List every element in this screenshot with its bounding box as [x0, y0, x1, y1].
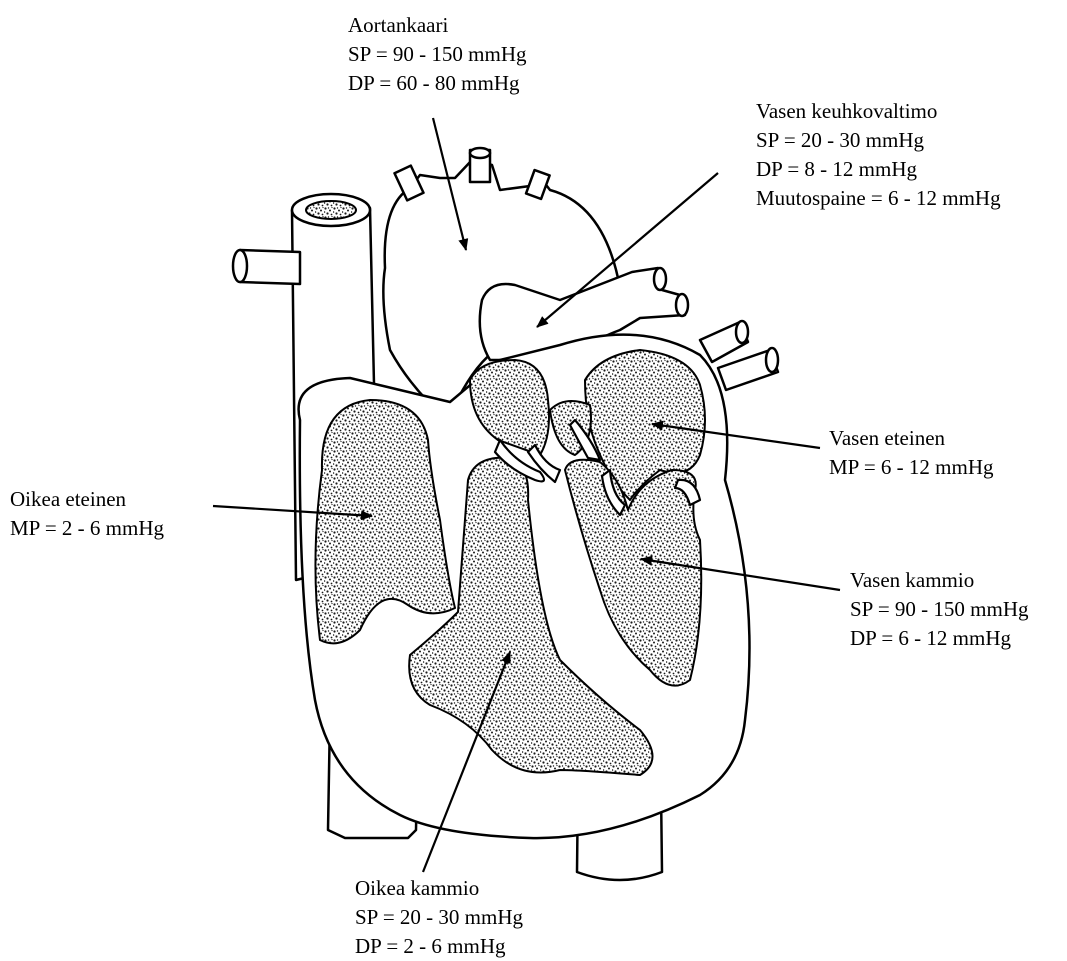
- right-atrium-mp: MP = 2 - 6 mmHg: [10, 514, 164, 543]
- left-pulmonary-artery-mp: Muutospaine = 6 - 12 mmHg: [756, 184, 1001, 213]
- label-left-ventricle: Vasen kammio SP = 90 - 150 mmHg DP = 6 -…: [850, 566, 1029, 653]
- label-left-pulmonary-artery: Vasen keuhkovaltimo SP = 20 - 30 mmHg DP…: [756, 97, 1001, 213]
- label-right-ventricle: Oikea kammio SP = 20 - 30 mmHg DP = 2 - …: [355, 874, 523, 961]
- label-right-atrium: Oikea eteinen MP = 2 - 6 mmHg: [10, 485, 164, 543]
- left-pulmonary-artery-name: Vasen keuhkovaltimo: [756, 97, 1001, 126]
- aortic-arch-dp: DP = 60 - 80 mmHg: [348, 69, 527, 98]
- left-ventricle-name: Vasen kammio: [850, 566, 1029, 595]
- left-pulmonary-artery-dp: DP = 8 - 12 mmHg: [756, 155, 1001, 184]
- left-pulmonary-artery-sp: SP = 20 - 30 mmHg: [756, 126, 1001, 155]
- left-atrium-mp: MP = 6 - 12 mmHg: [829, 453, 994, 482]
- right-atrium-name: Oikea eteinen: [10, 485, 164, 514]
- aortic-arch-name: Aortankaari: [348, 11, 527, 40]
- right-ventricle-name: Oikea kammio: [355, 874, 523, 903]
- left-atrium-name: Vasen eteinen: [829, 424, 994, 453]
- left-ventricle-dp: DP = 6 - 12 mmHg: [850, 624, 1029, 653]
- aortic-arch-sp: SP = 90 - 150 mmHg: [348, 40, 527, 69]
- right-pulmonary-artery: [240, 250, 300, 284]
- right-ventricle-sp: SP = 20 - 30 mmHg: [355, 903, 523, 932]
- label-aortic-arch: Aortankaari SP = 90 - 150 mmHg DP = 60 -…: [348, 11, 527, 98]
- label-left-atrium: Vasen eteinen MP = 6 - 12 mmHg: [829, 424, 994, 482]
- left-ventricle-sp: SP = 90 - 150 mmHg: [850, 595, 1029, 624]
